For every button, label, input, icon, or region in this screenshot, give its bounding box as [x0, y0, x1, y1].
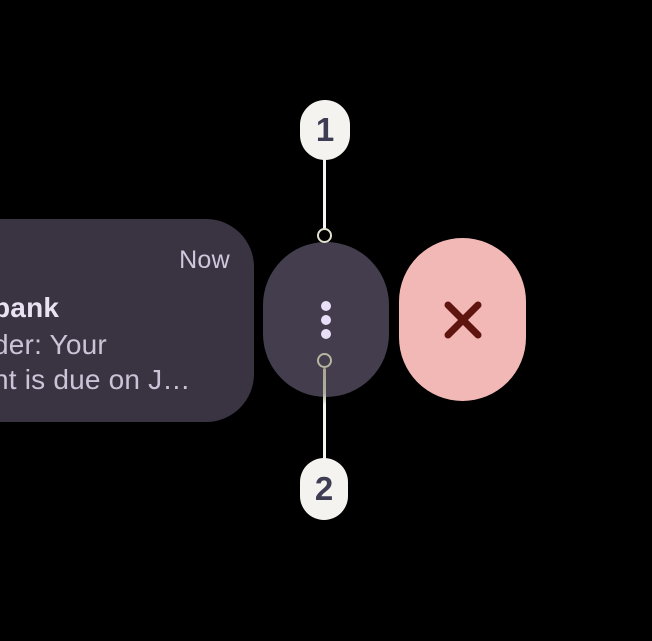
- more-vert-dot: [321, 300, 331, 311]
- more-vert-dot: [321, 328, 331, 339]
- callout-2-connector-line: [323, 368, 326, 460]
- close-icon: [444, 301, 481, 338]
- callout-2-label: 2: [314, 470, 334, 507]
- notification-dismiss-button[interactable]: [399, 238, 526, 401]
- callout-1-label: 1: [315, 111, 335, 148]
- callout-2-badge: 2: [300, 458, 348, 520]
- notification-text-block: bank der: Your nt is due on J…: [0, 289, 191, 397]
- callout-2-anchor-ring: [317, 353, 332, 368]
- notification-card[interactable]: Now bank der: Your nt is due on J…: [0, 219, 254, 422]
- notification-title: bank: [0, 292, 60, 323]
- notification-options-button[interactable]: [263, 242, 389, 397]
- notification-timestamp: Now: [179, 246, 230, 274]
- notification-body-line-1: der: Your: [0, 329, 107, 360]
- callout-1-anchor-ring: [317, 228, 332, 243]
- more-vert-dot: [321, 314, 331, 325]
- more-vert-icon: [321, 300, 331, 339]
- callout-1-connector-line: [323, 158, 326, 230]
- notification-body-line-2: nt is due on J…: [0, 364, 191, 395]
- callout-1-badge: 1: [300, 100, 350, 160]
